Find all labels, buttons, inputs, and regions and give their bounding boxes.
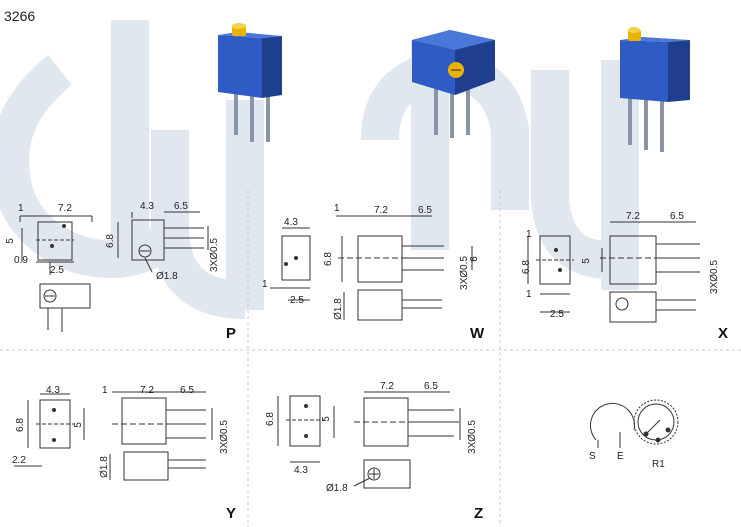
variant-label-y: Y [226, 505, 237, 522]
z-side-view [354, 391, 461, 447]
product-image-1 [218, 23, 282, 142]
w-dim-3: 7.2 [374, 205, 388, 216]
p-dim-10: Ø1.8 [156, 271, 178, 282]
schematic-label-e: E [617, 451, 624, 462]
p-dim-9: 2.5 [50, 265, 64, 276]
product-photos [218, 23, 690, 152]
variant-label-w: W [470, 325, 485, 342]
product-image-2 [412, 30, 495, 138]
x-dim-4: 6.8 [520, 260, 532, 274]
x-dim-6: 3XØ0.5 [708, 260, 720, 294]
w-dim-7: 6 [468, 256, 480, 262]
w-side-view [336, 215, 473, 283]
y-dim-2: 1 [102, 385, 108, 396]
p-dim-4: 6.5 [174, 201, 188, 212]
z-dim-7: Ø1.8 [326, 483, 348, 494]
p-dim-7: 3XØ0.5 [208, 238, 220, 272]
variant-label-p: P [226, 325, 237, 342]
x-dim-5: 5 [580, 258, 592, 264]
y-dim-3: 7.2 [140, 385, 154, 396]
y-dim-5: 6.8 [14, 418, 26, 432]
schematic-label-s: S [589, 451, 596, 462]
product-image-3 [620, 27, 690, 152]
x-front-view [527, 235, 574, 313]
z-front-view [277, 395, 335, 463]
x-dim-2: 6.5 [670, 211, 684, 222]
x-side-view [600, 221, 700, 285]
y-dim-7: 3XØ0.5 [218, 420, 230, 454]
y-dim-1: 4.3 [46, 385, 60, 396]
w-dim-8: 1 [262, 279, 268, 290]
variant-label-x: X [718, 325, 729, 342]
w-bottom-view [343, 289, 442, 321]
p-dim-6: 6.8 [104, 234, 116, 248]
model-title: 3266 [4, 8, 36, 24]
y-dim-9: Ø1.8 [98, 456, 110, 478]
w-dim-10: Ø1.8 [332, 298, 344, 320]
w-dim-9: 2.5 [290, 295, 304, 306]
y-dim-6: 5 [72, 422, 84, 428]
x-dim-8: 2.5 [550, 309, 564, 320]
z-bottom-view [353, 459, 411, 489]
schematic-label-r1: R1 [652, 459, 665, 470]
p-dim-5: 5 [4, 238, 16, 244]
p-dim-8: 0.9 [14, 255, 28, 266]
z-dim-3: 6.8 [264, 412, 276, 426]
schematic-symbol [589, 399, 679, 448]
x-dim-3: 1 [526, 229, 532, 240]
w-dim-1: 4.3 [284, 217, 298, 228]
p-dim-1: 1 [18, 203, 24, 214]
x-dim-1: 7.2 [626, 211, 640, 222]
z-dim-6: 4.3 [294, 465, 308, 476]
z-dim-4: 5 [320, 416, 332, 422]
w-dim-2: 1 [334, 203, 340, 214]
p-dim-3: 4.3 [140, 201, 154, 212]
p-bottom-view [39, 283, 91, 332]
p-side-view [117, 211, 209, 273]
p-front-view [19, 215, 93, 275]
z-dim-1: 7.2 [380, 381, 394, 392]
w-top-view [270, 227, 311, 301]
y-front-view [14, 393, 85, 467]
variant-label-z: Z [474, 505, 484, 522]
y-dim-4: 6.5 [180, 385, 194, 396]
w-dim-4: 6.5 [418, 205, 432, 216]
x-dim-7: 1 [526, 289, 532, 300]
y-dim-8: 2.2 [12, 455, 26, 466]
z-dim-2: 6.5 [424, 381, 438, 392]
w-dim-5: 6.8 [322, 252, 334, 266]
p-dim-2: 7.2 [58, 203, 72, 214]
x-bottom-view [609, 291, 696, 323]
y-side-view [112, 391, 213, 445]
z-dim-5: 3XØ0.5 [466, 420, 478, 454]
y-bottom-view [109, 451, 206, 481]
